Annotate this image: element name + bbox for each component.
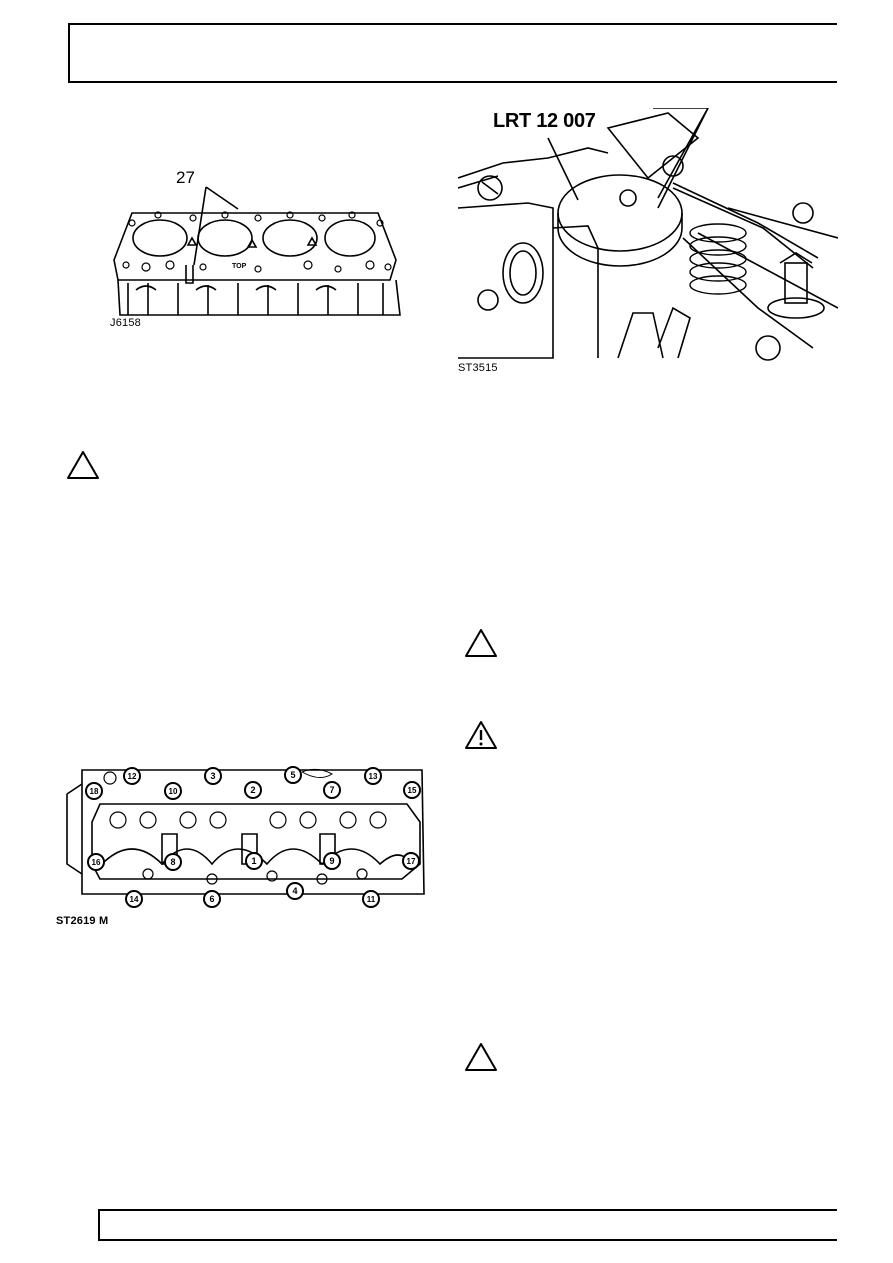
bolt-label-10: 10: [169, 787, 178, 796]
bolt-label-3: 3: [210, 771, 215, 781]
head-gasket-illustration: [113, 186, 401, 316]
bolt-number-markers: [85, 766, 421, 908]
bolt-label-2: 2: [250, 785, 255, 795]
bolt-label-18: 18: [90, 787, 99, 796]
bolt-number-labels: 1 2 3 4 5 6 7 8 9 10 11 12 13 14 15 16 1…: [90, 770, 417, 904]
bolt-label-11: 11: [367, 895, 376, 904]
bolt-label-13: 13: [369, 772, 378, 781]
gasket-figure-caption: J6158: [110, 317, 141, 329]
bolt-label-9: 9: [329, 856, 334, 866]
warning-exclamation-icon: [465, 721, 497, 749]
page-header-box: [68, 23, 837, 83]
bolt-label-15: 15: [408, 786, 417, 795]
page-footer-box: [98, 1209, 837, 1241]
caution-triangle-icon: [465, 1043, 497, 1071]
bolt-label-17: 17: [407, 857, 416, 866]
caution-triangle-icon: [465, 629, 497, 657]
bolt-label-7: 7: [329, 785, 334, 795]
bolt-label-1: 1: [251, 856, 256, 866]
bolt-label-6: 6: [209, 894, 214, 904]
head-bolt-sequence-illustration: [66, 766, 425, 908]
tool-figure-caption: ST3515: [458, 362, 498, 374]
gasket-top-stamp: TOP: [232, 263, 247, 270]
angle-torque-gauge-illustration: [458, 108, 838, 361]
tool-part-number-label: LRT 12 007: [493, 110, 596, 132]
bolt-figure-caption: ST2619 M: [56, 915, 109, 927]
bolt-label-12: 12: [128, 772, 137, 781]
bolt-label-16: 16: [92, 858, 101, 867]
bolt-label-5: 5: [290, 770, 295, 780]
gasket-callout-number: 27: [176, 168, 195, 187]
bolt-label-4: 4: [292, 886, 297, 896]
bolt-label-8: 8: [170, 857, 175, 867]
bolt-label-14: 14: [130, 895, 139, 904]
caution-triangle-icon: [67, 451, 99, 479]
